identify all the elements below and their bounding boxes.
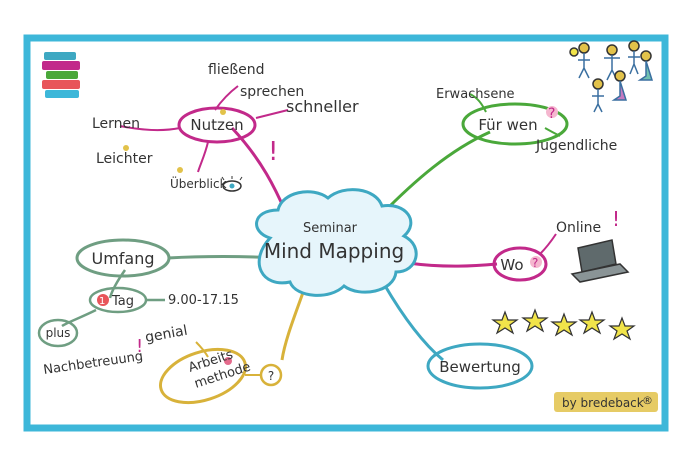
plus-bubble <box>37 318 79 348</box>
wo-bubble <box>492 246 548 282</box>
nachbetreuung-bang: ! <box>136 336 143 357</box>
umfang-bubble <box>75 238 171 278</box>
connector-wo <box>407 261 498 268</box>
umfang-time: 9.00-17.15 <box>168 293 239 308</box>
center-cloud <box>255 188 418 297</box>
fuer-wen-label: Für wen <box>478 116 537 134</box>
methode-mark-bubble <box>259 363 283 387</box>
nutzen-item-ueberblick: Überblick <box>170 175 227 191</box>
star-3 <box>550 312 578 337</box>
nutzen-item-schneller: schneller <box>286 97 359 116</box>
tag-num: 1 <box>99 296 105 307</box>
connector-nutzen-fliessend <box>214 85 239 111</box>
connector-bewertung <box>382 283 444 362</box>
nutzen-dot <box>220 109 226 115</box>
star-2 <box>521 308 549 333</box>
nutzen-label: Nutzen <box>190 116 243 134</box>
connector-nutzen-ueberblick <box>197 141 209 173</box>
methode-dot <box>224 357 232 365</box>
eye-icon <box>221 176 243 192</box>
leichter-dot <box>123 145 129 151</box>
fuer-wen-bubble <box>461 102 569 146</box>
fuer-wen-mark: ? <box>548 106 555 122</box>
connector-wo-online <box>539 233 557 255</box>
connector-umfang-tag <box>108 269 127 299</box>
connector-wen-erwachsene <box>469 93 487 113</box>
nutzen-bang: ! <box>268 137 278 167</box>
fuer-wen-item-jugendliche: Jugendliche <box>535 138 617 154</box>
connector-arbeitsmethode <box>280 286 307 361</box>
star-4 <box>578 310 606 335</box>
star-1 <box>491 310 519 335</box>
laptop-icon <box>570 239 630 283</box>
nutzen-item-lernen: Lernen <box>92 116 140 132</box>
wo-mark-dot <box>530 256 542 268</box>
bewertung-label: Bewertung <box>439 358 521 376</box>
rating-stars <box>491 308 636 341</box>
wo-mark: ? <box>532 256 538 270</box>
arbeitsmethode-bubble <box>159 347 247 405</box>
wo-bang: ! <box>612 207 620 231</box>
tag-word: Tag <box>111 294 134 309</box>
nachbetreuung-label: Nachbetreuung <box>42 349 144 378</box>
tag-dot <box>97 294 109 306</box>
outer-frame <box>23 34 669 432</box>
signature-badge <box>554 392 658 412</box>
connector-nutzen-schneller <box>255 109 289 119</box>
nutzen-item-leichter: Leichter <box>96 151 153 167</box>
nutzen-item-fliessend: fließend <box>208 62 265 78</box>
nutzen-bubble <box>177 106 257 144</box>
connector-tag-plus <box>61 308 97 328</box>
signature-text: by bredeback <box>562 396 644 410</box>
nutzen-item-sprechen: sprechen <box>240 84 304 100</box>
books-icon <box>42 52 80 98</box>
ueberblick-dot <box>177 167 183 173</box>
bewertung-bubble <box>426 342 534 390</box>
people-icon <box>569 40 654 113</box>
wo-item-online: Online <box>556 220 601 236</box>
methode-mark: ? <box>268 369 274 383</box>
fuer-wen-mark-dot <box>546 106 558 118</box>
signature-mark: ® <box>642 394 653 407</box>
center-line1: Seminar <box>303 221 358 236</box>
connector-methode-genial <box>195 341 209 358</box>
genial-label: genial <box>144 323 189 346</box>
plus-label: plus <box>46 326 71 340</box>
fuer-wen-item-erwachsene: Erwachsene <box>436 87 515 102</box>
center-line2: Mind Mapping <box>264 239 404 263</box>
wo-label: Wo <box>500 256 523 274</box>
umfang-label: Umfang <box>91 249 154 268</box>
connector-nutzen-lernen <box>119 125 181 132</box>
tag-bubble <box>88 286 148 314</box>
star-5 <box>608 316 636 341</box>
